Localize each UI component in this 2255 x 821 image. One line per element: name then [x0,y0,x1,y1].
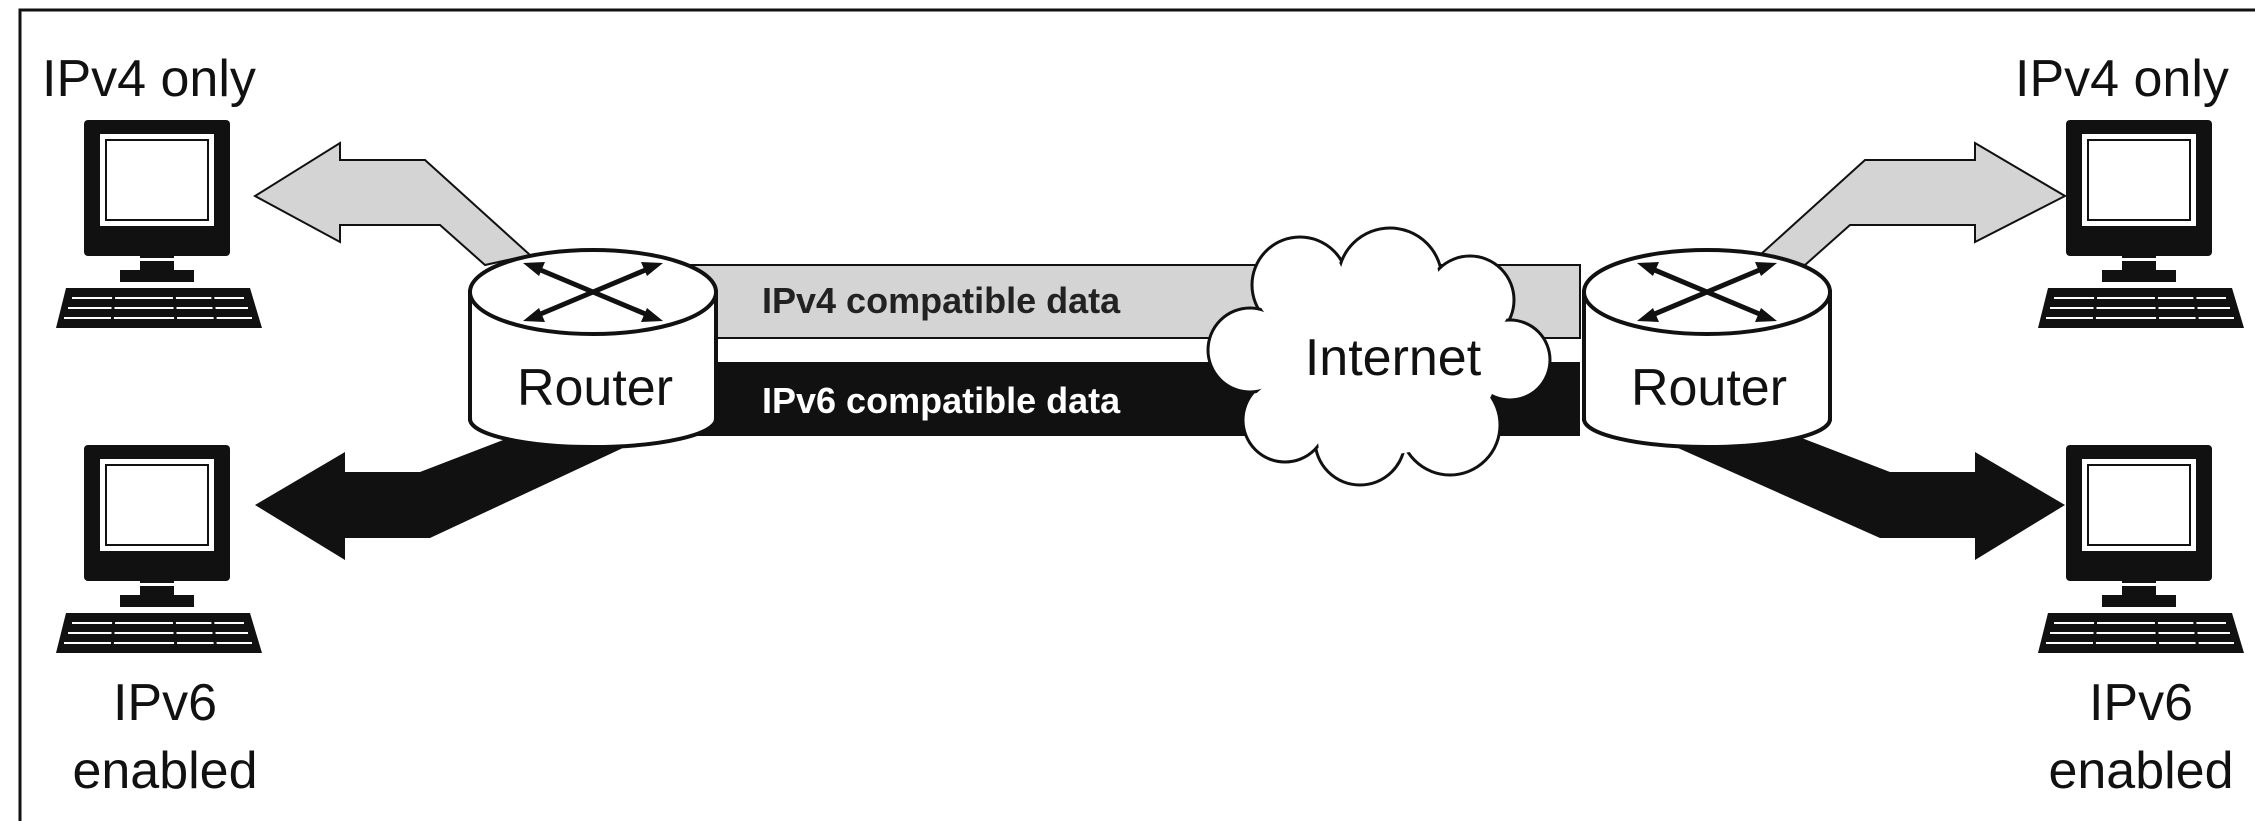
computer-icon [54,118,264,330]
right-bottom-label-line1: IPv6 [2089,674,2193,732]
router-left: Router [468,248,718,449]
left-bottom-label-line1: IPv6 [113,674,217,732]
internet-label: Internet [1305,329,1482,387]
ipv4-flow [253,141,2068,339]
ipv4-arrow-left [253,141,533,267]
router-right-label: Router [1631,359,1787,417]
ipv6-band-label: IPv6 compatible data [762,380,1121,421]
computer-left-ipv4 [54,118,264,330]
diagram-frame [18,8,2255,821]
left-bottom-label-line2: enabled [72,742,257,800]
router-left-label: Router [517,359,673,417]
right-top-label: IPv4 only [2015,50,2229,108]
computer-icon [54,443,264,655]
computer-right-ipv6 [2036,443,2246,655]
internet-cloud: Internet [1206,226,1552,487]
router-icon [1582,248,1832,449]
computer-icon [2036,118,2246,330]
computer-icon [2036,443,2246,655]
computer-right-ipv4 [2036,118,2246,330]
router-icon [468,248,718,449]
cloud-icon [1206,226,1552,487]
ipv4-arrow-right [1757,141,2068,267]
left-top-label: IPv4 only [42,50,256,108]
computer-left-ipv6 [54,443,264,655]
router-right: Router [1582,248,1832,449]
right-bottom-label-line2: enabled [2048,742,2233,800]
ipv4-band-label: IPv4 compatible data [762,280,1121,321]
